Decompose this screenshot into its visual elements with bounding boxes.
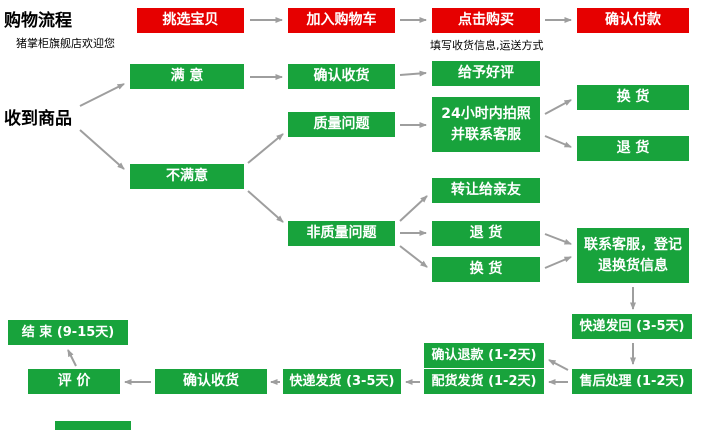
node-confirm-payment: 确认付款 (577, 8, 689, 33)
node-add-to-cart: 加入购物车 (288, 8, 395, 33)
node-non-quality-issue: 非质量问题 (288, 221, 395, 246)
node-good-review: 给予好评 (432, 61, 540, 86)
node-quality-issue: 质量问题 (288, 112, 395, 137)
shop-welcome-subtitle: 猪掌柜旗舰店欢迎您 (16, 37, 115, 50)
node-finish: 结 束 (9-15天) (8, 320, 128, 345)
node-click-buy: 点击购买 (432, 8, 540, 33)
node-unsatisfied: 不满意 (130, 164, 244, 189)
node-evaluate: 评 价 (28, 369, 120, 394)
node-confirm-receipt-bottom: 确认收货 (155, 369, 267, 394)
node-confirm-receipt-top: 确认收货 (288, 64, 395, 89)
arrow-nonquality-to-exchange (399, 245, 428, 268)
node-pick-item: 挑选宝贝 (137, 8, 244, 33)
page-title: 购物流程 (4, 11, 72, 31)
node-return-top: 退 货 (577, 136, 689, 161)
node-satisfied: 满 意 (130, 64, 244, 89)
arrow-unsatisfied-to-quality (247, 133, 284, 164)
arrow-aftersales-to-refund (548, 359, 569, 371)
receive-goods-label: 收到商品 (4, 109, 72, 129)
node-express-ship: 快递发货 (3-5天) (283, 369, 401, 394)
arrow-evaluate-to-finish (67, 349, 77, 367)
arrow-exchange-to-contact (544, 256, 572, 269)
node-exchange-top: 换 货 (577, 85, 689, 110)
node-contact-service: 联系客服，登记退换货信息 (577, 228, 689, 283)
node-transfer-friends: 转让给亲友 (432, 178, 540, 203)
node-express-return: 快递发回 (3-5天) (572, 314, 692, 339)
node-confirm-refund: 确认退款 (1-2天) (424, 343, 544, 368)
shipping-info-note: 填写收货信息,运送方式 (430, 39, 544, 52)
arrow-receive-to-unsatisfied (79, 129, 125, 170)
node-cutoff-bottom (55, 421, 131, 430)
node-photo-contact-service: 24小时内拍照并联系客服 (432, 97, 540, 152)
arrow-photo-to-exchange (544, 99, 572, 115)
node-exchange-mid: 换 货 (432, 257, 540, 282)
arrow-unsatisfied-to-nonquality (247, 190, 284, 223)
arrow-confirm-to-goodreview (399, 70, 427, 77)
arrow-photo-to-return (544, 135, 572, 148)
arrow-receive-to-satisfied (79, 83, 125, 107)
node-dispatch-ship: 配货发货 (1-2天) (424, 369, 544, 394)
node-aftersales: 售后处理 (1-2天) (572, 369, 692, 394)
arrow-nonquality-to-transfer (399, 195, 428, 222)
node-return-mid: 退 货 (432, 221, 540, 246)
arrow-return-to-contact (544, 233, 572, 245)
